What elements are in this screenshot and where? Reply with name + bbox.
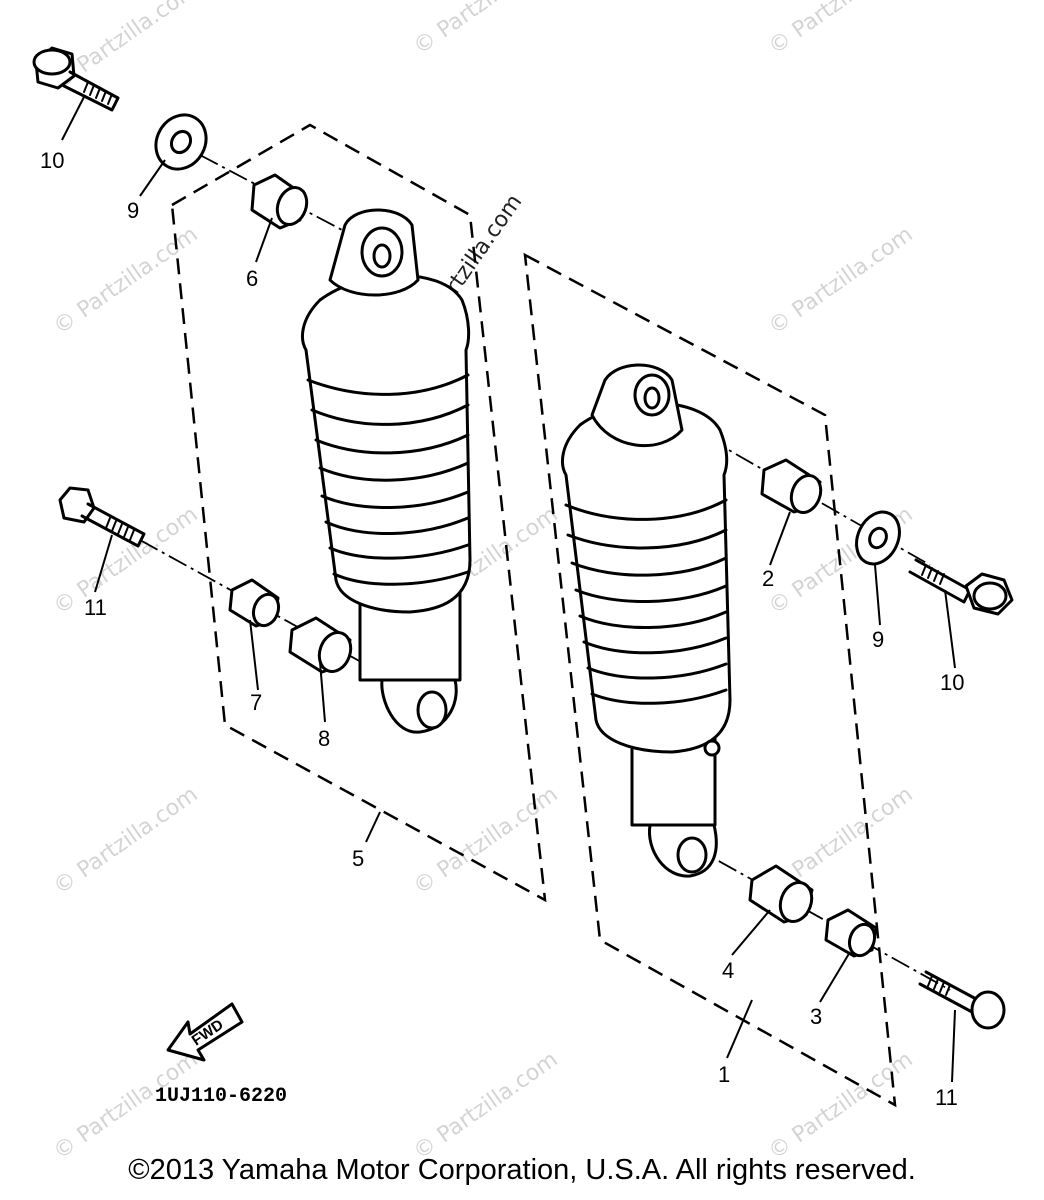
watermark: © Partzilla.com (409, 1047, 562, 1165)
collar-2 (760, 458, 823, 514)
shock-absorber-left (301, 208, 472, 734)
leader-lines (61, 94, 956, 1083)
watermark: © Partzilla.com (764, 222, 917, 340)
watermark: © Partzilla.com (49, 782, 202, 900)
assembly-1-boundary (523, 252, 897, 1108)
bolt-10-right (908, 558, 1014, 616)
callout-2: 2 (762, 566, 774, 591)
callout-4: 4 (722, 958, 734, 983)
bolt-10-top-left (32, 46, 120, 112)
watermark: © Partzilla.com (764, 0, 917, 60)
watermark: © Partzilla.com (409, 782, 562, 900)
callout-6: 6 (246, 266, 258, 291)
callout-10-top-left: 10 (40, 148, 64, 173)
centerline-lower-right (689, 844, 951, 991)
callout-3: 3 (810, 1004, 822, 1029)
collar-6 (250, 173, 309, 230)
callout-11-right: 11 (935, 1085, 958, 1110)
watermark: © Partzilla.com (409, 0, 562, 60)
callout-10-right: 10 (940, 670, 964, 695)
copyright-notice: ©2013 Yamaha Motor Corporation, U.S.A. A… (128, 1154, 916, 1186)
diagram-code: 1UJ110-6220 (155, 1085, 287, 1108)
callout-8: 8 (318, 726, 330, 751)
callout-1: 1 (718, 1062, 730, 1087)
collar-3 (824, 908, 878, 958)
callouts: 10 9 6 11 7 8 5 2 9 10 4 3 1 11 (40, 148, 964, 1110)
collar-7 (228, 578, 281, 628)
callout-9-right: 9 (872, 627, 884, 652)
bolt-11-left (58, 486, 146, 548)
watermark-layer: © Partzilla.com © Partzilla.com © Partzi… (49, 0, 917, 1165)
washer-9-top (154, 113, 208, 171)
washer-9-right (855, 510, 901, 566)
callout-9-top: 9 (127, 198, 139, 223)
callout-5: 5 (352, 846, 364, 871)
assembly-5-boundary (170, 123, 547, 903)
watermark: © Partzilla.com (49, 0, 202, 95)
collar-8 (288, 616, 353, 674)
watermark: © Partzilla.com (49, 222, 202, 340)
shock-absorber-right (561, 363, 732, 878)
bolt-11-right (918, 970, 1006, 1030)
fwd-arrow-icon: FWD (166, 1002, 244, 1062)
collar-4 (748, 864, 814, 924)
callout-11-left: 11 (84, 595, 107, 620)
callout-7: 7 (250, 690, 262, 715)
